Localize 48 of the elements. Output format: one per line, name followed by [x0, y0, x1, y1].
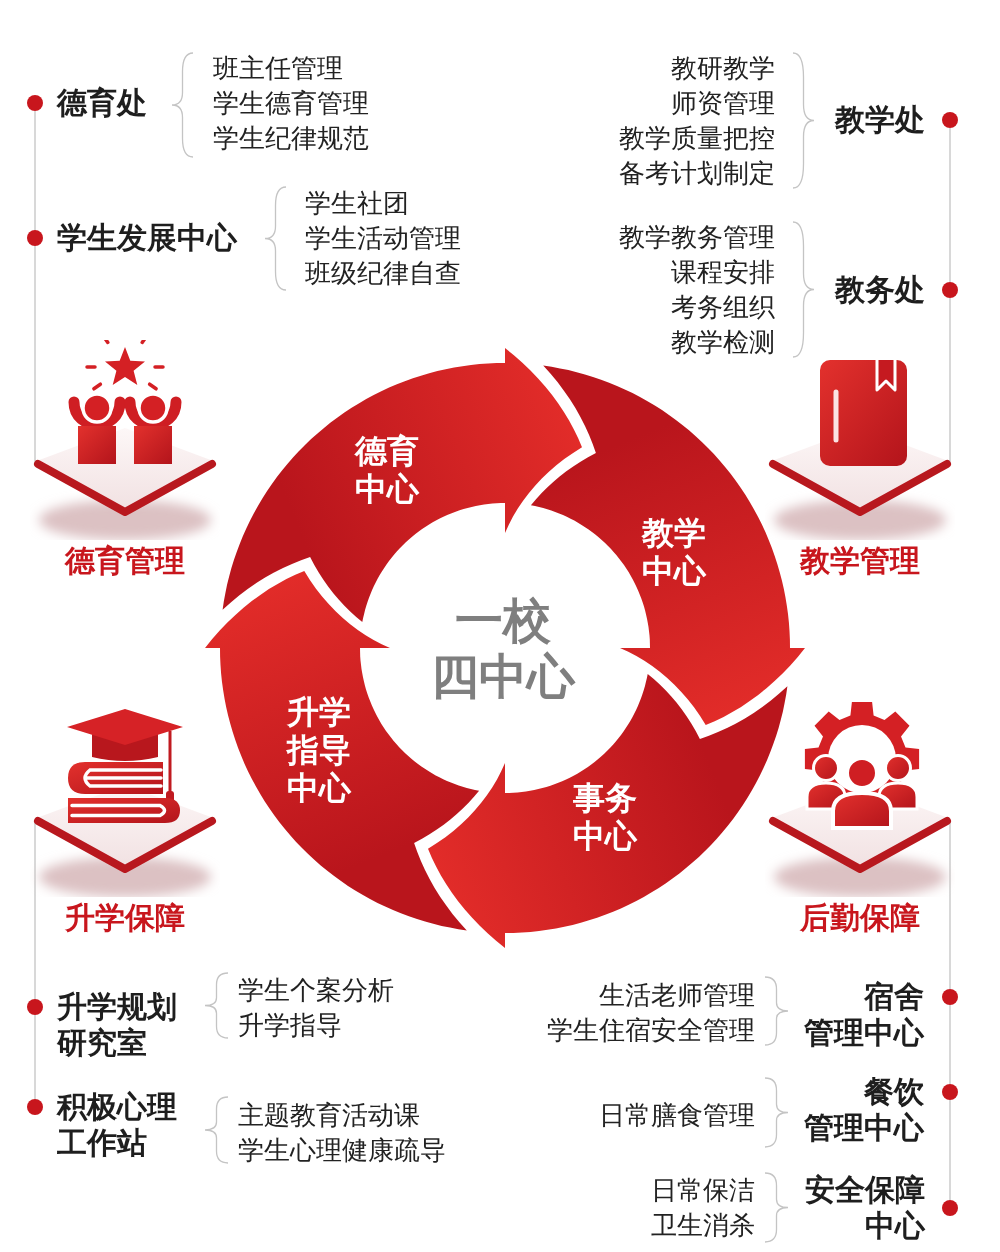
department-heading: 德育处 — [57, 85, 147, 121]
arrow-label: 德育中心 — [355, 432, 421, 508]
connector-line — [949, 127, 951, 283]
duty-item: 备考计划制定 — [619, 156, 775, 190]
duty-item: 学生社团 — [305, 186, 409, 220]
connector-line — [34, 110, 36, 231]
department-heading: 教务处 — [835, 272, 925, 308]
duty-item: 班级纪律自查 — [305, 256, 461, 290]
duty-item: 日常膳食管理 — [599, 1098, 755, 1132]
duty-item: 教学检测 — [671, 325, 775, 359]
arrow-label: 升学指导中心 — [287, 693, 353, 807]
connector-line — [949, 1004, 951, 1085]
duty-item: 教学教务管理 — [619, 220, 775, 254]
duty-item: 主题教育活动课 — [238, 1098, 420, 1132]
category-title: 升学保障 — [64, 900, 186, 936]
category-title: 后勤保障 — [799, 900, 921, 936]
duty-item: 升学指导 — [238, 1008, 342, 1042]
department-heading: 安全保障中心 — [804, 1172, 925, 1244]
duty-item: 生活老师管理 — [599, 978, 755, 1012]
category-title: 教学管理 — [798, 543, 921, 579]
department-heading: 积极心理工作站 — [57, 1089, 178, 1161]
duty-item: 学生德育管理 — [213, 86, 369, 120]
department-heading: 学生发展中心 — [57, 220, 237, 256]
arrow-label: 教学中心 — [642, 514, 708, 590]
duty-item: 学生个案分析 — [238, 973, 394, 1007]
duty-item: 教研教学 — [671, 51, 775, 85]
center-title: 一校四中心 — [431, 592, 575, 704]
department-heading: 宿舍管理中心 — [804, 979, 925, 1051]
duty-item: 学生活动管理 — [305, 221, 461, 255]
duty-item: 学生纪律规范 — [213, 121, 369, 155]
department-heading: 教学处 — [835, 102, 925, 138]
connector-line — [949, 1099, 951, 1201]
duty-item: 日常保洁 — [651, 1173, 755, 1207]
duty-item: 课程安排 — [671, 255, 775, 289]
arrow-label: 事务中心 — [573, 779, 639, 855]
connector-line — [34, 820, 36, 1000]
duty-item: 学生心理健康疏导 — [238, 1133, 446, 1167]
duty-item: 师资管理 — [671, 86, 775, 120]
duty-item: 学生住宿安全管理 — [547, 1013, 755, 1047]
duty-item: 考务组织 — [671, 290, 775, 324]
connector-line — [949, 820, 951, 990]
duty-item: 教学质量把控 — [619, 121, 775, 155]
department-heading: 餐饮管理中心 — [804, 1074, 925, 1146]
department-heading: 升学规划研究室 — [57, 989, 178, 1061]
connector-line — [34, 1014, 36, 1100]
duty-item: 班主任管理 — [213, 51, 343, 85]
duty-item: 卫生消杀 — [651, 1208, 755, 1242]
category-title: 德育管理 — [63, 543, 186, 579]
